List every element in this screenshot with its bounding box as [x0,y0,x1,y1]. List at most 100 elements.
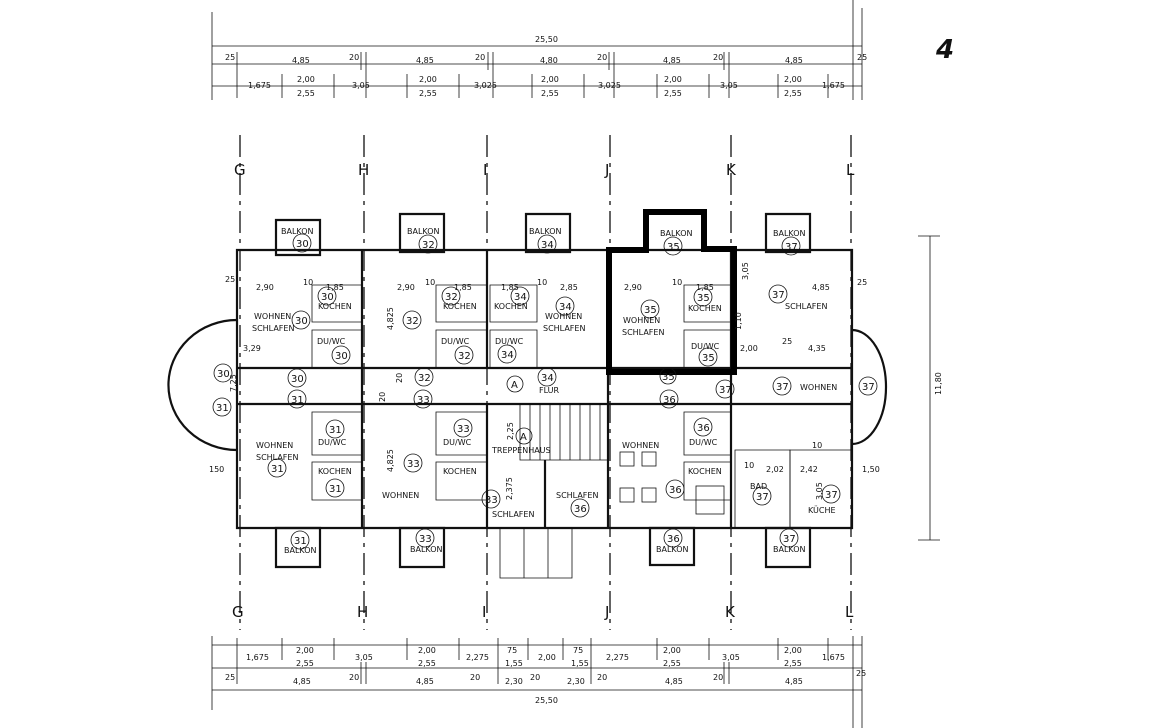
unit-marker: 37 [781,236,801,256]
top-dim-label: 2,55 [784,89,802,98]
svg-text:32: 32 [406,316,419,327]
shower-wc-label: DU/WC [691,342,720,351]
svg-text:34: 34 [514,292,527,303]
axis-label: K [725,603,736,621]
living-label: WOHNEN [622,441,659,450]
unit-marker: 30 [331,345,351,365]
page-number: 4 [935,35,954,65]
living-label: WOHNEN [256,441,293,450]
inner-dim: 10 [672,278,682,287]
unit-marker: 31 [212,397,232,417]
top-dim-label: 1,675 [822,81,845,90]
svg-text:37: 37 [719,385,732,396]
inner-dim: 1,85 [696,283,714,292]
balcony-label: BALKON [660,229,693,238]
svg-text:33: 33 [407,459,420,470]
top-dim-label: 4,85 [663,56,681,65]
bottom-dim-label: 4,85 [785,677,803,686]
axis-label: J [604,603,609,621]
unit-marker: 34 [510,286,530,306]
kitchen-label: KOCHEN [318,467,352,476]
svg-text:31: 31 [216,403,229,414]
svg-text:30: 30 [291,374,304,385]
bottom-dim-label: 1,55 [571,659,589,668]
bottom-dim-label: 2,00 [538,653,556,662]
bottom-dim-label: 4,85 [293,677,311,686]
top-dim-label: 20 [597,53,607,62]
unit-marker: 36 [663,528,683,548]
unit-marker: 34 [537,367,557,387]
unit-marker: 37 [715,379,735,399]
svg-text:37: 37 [772,290,785,301]
bottom-dim-label: 20 [597,673,607,682]
room-labels: BALKON BALKON BALKON BALKON BALKON BALKO… [252,227,837,555]
top-dim-label: 3,05 [352,81,370,90]
svg-text:35: 35 [702,353,715,364]
unit-marker: 30 [287,368,307,388]
svg-text:33: 33 [419,534,432,545]
inner-dim: 25 [225,275,235,284]
unit-markers: 30 30 30 30 30 30 31 31 31 31 31 31 32 3… [212,233,878,550]
top-dim-label: 4,80 [540,56,558,65]
inner-dim: 20 [378,392,387,402]
inner-dim: 2,90 [624,283,642,292]
unit-marker: 32 [441,286,461,306]
bottom-dim-label: 75 [573,646,583,655]
svg-text:31: 31 [291,395,304,406]
svg-text:35: 35 [662,372,675,383]
shower-wc-label: DU/WC [318,438,347,447]
living-label: WOHNEN [254,312,291,321]
kitchen-label: KOCHEN [443,467,477,476]
axis-label: L [846,161,855,179]
top-dim-label: 2,00 [297,75,315,84]
kitchen-label: KOCHEN [318,302,352,311]
top-dim-label: 4,85 [416,56,434,65]
axis-labels-bottom: G H I J K L [232,603,854,621]
bottom-dim-label: 2,55 [296,659,314,668]
unit-marker: 35 [698,347,718,367]
unit-marker: 32 [402,310,422,330]
svg-text:34: 34 [541,373,554,384]
unit-marker: 30 [291,310,311,330]
living-label: WOHNEN [800,383,837,392]
inner-dim: 2,85 [560,283,578,292]
inner-dim: 10 [537,278,547,287]
sleeping-label: SCHLAFEN [256,453,298,462]
balcony-label: BALKON [656,545,689,554]
shower-wc-label: DU/WC [441,337,470,346]
stair-marker: A [506,375,524,393]
bottom-dim-label: 20 [349,673,359,682]
unit-marker: 31 [290,530,310,550]
inner-dim: 4,35 [808,344,826,353]
bottom-dim-label: 3,05 [722,653,740,662]
inner-dim: 1,85 [326,283,344,292]
top-total-dim: 25,50 [535,35,558,44]
balcony-label: BALKON [410,545,443,554]
sleeping-label: SCHLAFEN [252,324,294,333]
bottom-dim-label: 25 [856,669,866,678]
inner-dim: 1,10 [734,312,743,330]
axis-label: H [357,603,368,621]
right-total-dim: 11,80 [934,372,943,395]
right-dimension: 11,80 [918,235,943,541]
unit-marker: 35 [663,236,683,256]
top-dim-label: 25 [857,53,867,62]
inner-dim: 2,90 [256,283,274,292]
sleeping-label: SCHLAFEN [785,302,827,311]
top-dim-label: 2,55 [541,89,559,98]
bottom-total-dim: 25,50 [535,696,558,705]
svg-text:32: 32 [458,351,471,362]
sleeping-label: SCHLAFEN [556,491,598,500]
bottom-dim-label: 20 [530,673,540,682]
unit-marker: 34 [555,296,575,316]
bottom-dim-label: 2,55 [784,659,802,668]
svg-text:36: 36 [663,395,676,406]
unit-marker: 33 [403,453,423,473]
inner-dim: 3,05 [741,262,750,280]
axis-label: G [234,161,246,179]
unit-marker: 36 [665,479,685,499]
unit-marker: 35 [640,299,660,319]
top-dim-label: 2,55 [664,89,682,98]
living-label: WOHNEN [623,316,660,325]
top-dim-label: 3,025 [474,81,497,90]
